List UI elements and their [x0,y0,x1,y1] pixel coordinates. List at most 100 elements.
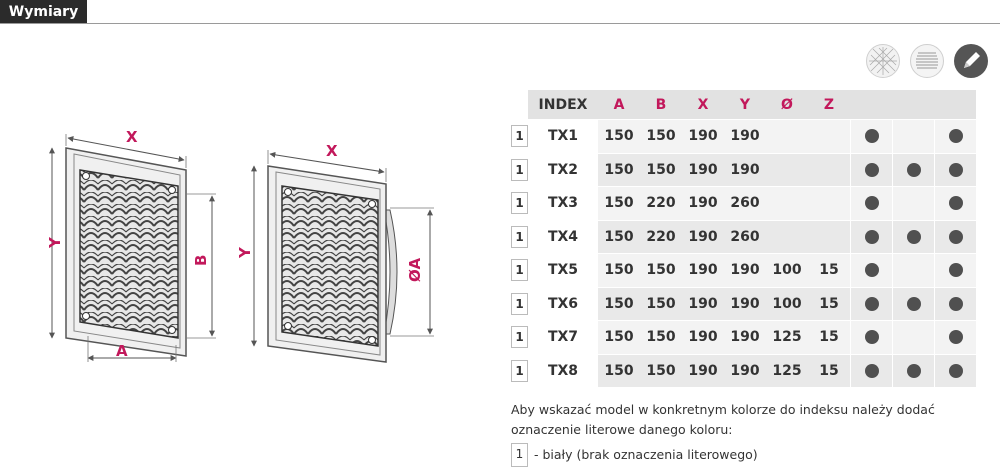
cell-z [808,152,850,186]
cell-a: 150 [598,353,640,387]
header-z: Z [808,90,850,119]
mesh-icon [866,44,900,78]
availability-dot [864,196,879,211]
cell-index: TX1 [528,119,598,153]
cell-d: 100 [766,286,808,320]
cell-a: 150 [598,320,640,354]
availability-dot [948,330,963,345]
cell-z: 15 [808,353,850,387]
cell-a: 150 [598,286,640,320]
cell-finish-c1 [850,286,892,320]
cell-b: 220 [640,219,682,253]
cell-finish-c3 [934,320,976,354]
label-y2: Y [236,246,254,259]
cell-a: 150 [598,119,640,153]
spigot-view: X Y ØA [236,142,434,363]
header-divider [0,23,1000,24]
cell-finish-c2 [892,320,934,354]
cell-z [808,119,850,153]
cell-finish-c2 [892,219,934,253]
cell-index: TX6 [528,286,598,320]
cell-a: 150 [598,253,640,287]
cell-b: 220 [640,186,682,220]
availability-dot [948,162,963,177]
row-box: 1 [511,326,528,349]
row-box: 1 [511,192,528,215]
row-box: 1 [511,158,528,181]
cell-x: 190 [682,152,724,186]
cell-d [766,186,808,220]
cell-b: 150 [640,320,682,354]
cell-y: 190 [724,253,766,287]
cell-d [766,219,808,253]
legend-box: 1 [511,443,528,467]
pencil-icon [954,44,988,78]
row-box: 1 [511,359,528,382]
row-marker: 1 [511,253,528,287]
row-box: 1 [511,225,528,248]
cell-finish-c3 [934,119,976,153]
availability-dot [864,229,879,244]
cell-z: 15 [808,253,850,287]
cell-d: 125 [766,353,808,387]
availability-dot [948,263,963,278]
cell-finish-c3 [934,353,976,387]
color-note: Aby wskazać model w konkretnym kolorze d… [511,402,935,437]
finish-icons [866,44,990,78]
availability-dot [864,162,879,177]
cell-finish-c1 [850,353,892,387]
cell-a: 150 [598,152,640,186]
cell-finish-c2 [892,119,934,153]
availability-dot [906,229,921,244]
cell-finish-c3 [934,286,976,320]
cell-index: TX4 [528,219,598,253]
legend-text: - biały (brak oznaczenia literowego) [534,447,758,462]
cell-index: TX2 [528,152,598,186]
cell-y: 260 [724,186,766,220]
header-finish-3 [934,90,976,119]
cell-a: 150 [598,186,640,220]
availability-dot [906,162,921,177]
availability-dot [906,363,921,378]
header-diameter: Ø [766,90,808,119]
cell-d [766,152,808,186]
row-box: 1 [511,292,528,315]
header-a: A [598,90,640,119]
header-y: Y [724,90,766,119]
cell-finish-c2 [892,286,934,320]
availability-dot [864,263,879,278]
cell-b: 150 [640,286,682,320]
label-y: Y [46,236,64,249]
cell-finish-c3 [934,253,976,287]
front-view: X Y B A [46,128,216,362]
availability-dot [948,129,963,144]
row-marker: 1 [511,152,528,186]
label-a: A [116,342,128,360]
availability-dot [948,196,963,211]
cell-z: 15 [808,286,850,320]
cell-x: 190 [682,353,724,387]
cell-x: 190 [682,186,724,220]
row-box: 1 [511,125,528,148]
cell-finish-c2 [892,353,934,387]
cell-y: 190 [724,152,766,186]
availability-dot [906,296,921,311]
cell-d: 100 [766,253,808,287]
availability-dot [864,330,879,345]
availability-dot [864,129,879,144]
cell-z: 15 [808,320,850,354]
cell-x: 190 [682,219,724,253]
row-marker: 1 [511,119,528,153]
label-b: B [192,255,210,266]
header-finish-2 [892,90,934,119]
cell-finish-c1 [850,186,892,220]
cell-x: 190 [682,119,724,153]
row-marker: 1 [511,353,528,387]
cell-x: 190 [682,253,724,287]
